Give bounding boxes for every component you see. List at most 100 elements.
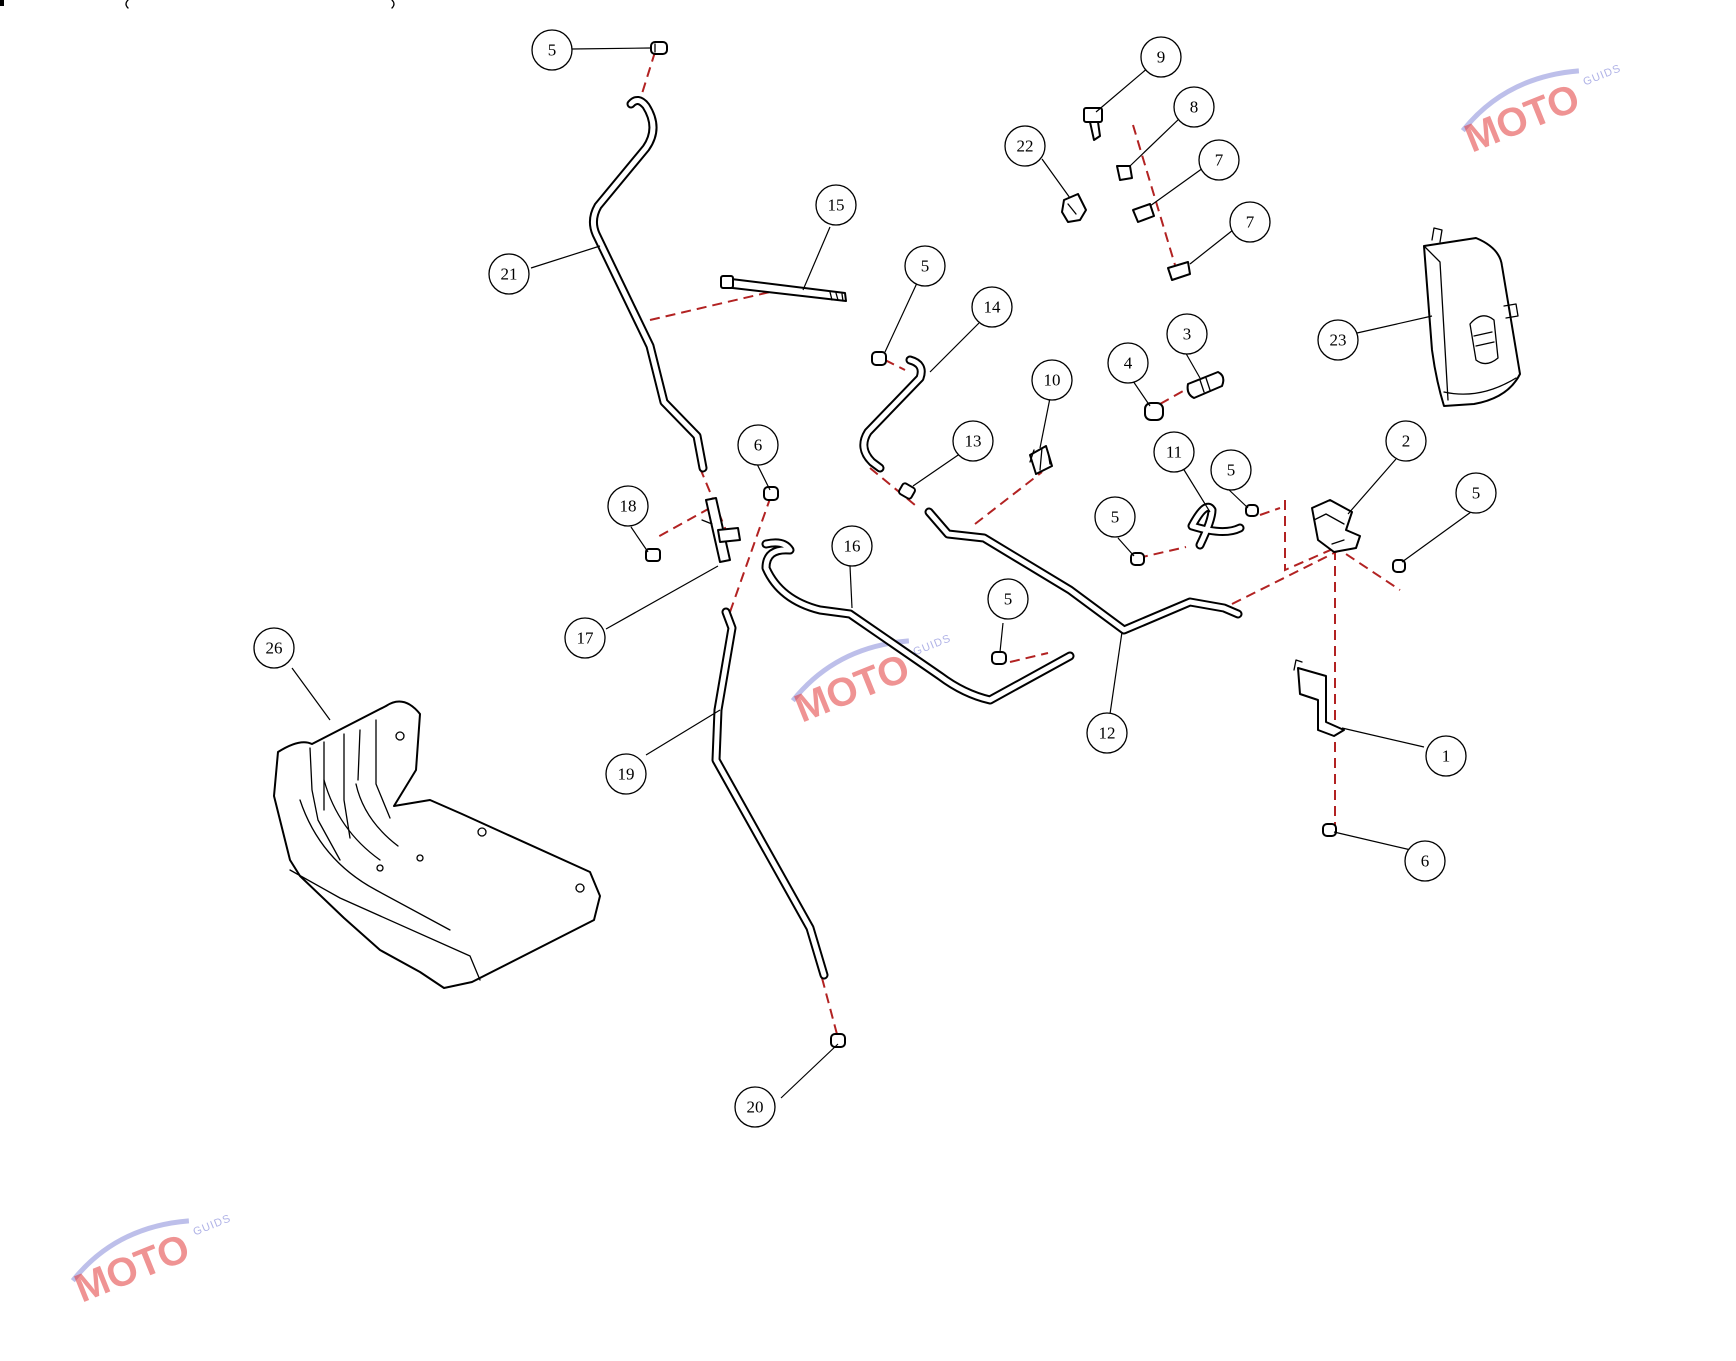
watermark-sub-text: GUIDS xyxy=(912,632,953,658)
svg-text:22: 22 xyxy=(1017,137,1034,156)
svg-text:1: 1 xyxy=(1442,747,1451,766)
svg-text:13: 13 xyxy=(965,432,982,451)
part-12-hose xyxy=(924,507,1243,635)
callout-23: 23 xyxy=(1317,319,1359,361)
part-6-nut xyxy=(763,486,779,501)
callout-15: 15 xyxy=(815,184,857,226)
part-2-solenoid xyxy=(1311,499,1361,553)
svg-text:23: 23 xyxy=(1330,331,1347,350)
watermark-logo: MOTO GUIDS xyxy=(69,1212,233,1311)
svg-text:6: 6 xyxy=(1421,852,1430,871)
callout-2: 2 xyxy=(1385,420,1427,462)
callout-21: 21 xyxy=(488,253,530,295)
svg-text:15: 15 xyxy=(828,196,845,215)
svg-text:14: 14 xyxy=(984,298,1002,317)
svg-text:17: 17 xyxy=(577,629,595,648)
part-20-cap xyxy=(830,1033,846,1048)
svg-text:7: 7 xyxy=(1215,151,1224,170)
svg-text:5: 5 xyxy=(1227,461,1236,480)
part-4-cap xyxy=(1144,402,1164,421)
svg-text:6: 6 xyxy=(754,436,763,455)
part-9-bolt xyxy=(1083,107,1103,141)
svg-text:9: 9 xyxy=(1157,48,1166,67)
svg-text:2: 2 xyxy=(1402,432,1411,451)
svg-text:26: 26 xyxy=(266,639,283,658)
svg-text:5: 5 xyxy=(921,257,930,276)
callout-3: 3 xyxy=(1166,313,1208,355)
leader-lines xyxy=(291,47,1472,1099)
svg-text:4: 4 xyxy=(1124,354,1133,373)
callouts: 5 21 15 5 14 9 8 22 7 7 23 3 4 10 13 6 1… xyxy=(253,29,1497,1128)
part-18-bolt xyxy=(645,548,661,562)
part-16-hose xyxy=(761,538,1075,705)
header-fragment xyxy=(0,0,395,9)
svg-text:19: 19 xyxy=(618,765,635,784)
svg-text:20: 20 xyxy=(747,1098,764,1117)
callout-20: 20 xyxy=(734,1086,776,1128)
callout-13: 13 xyxy=(952,420,994,462)
svg-text:16: 16 xyxy=(844,537,861,556)
callout-22: 22 xyxy=(1004,125,1046,167)
svg-text:8: 8 xyxy=(1190,98,1199,117)
part-5-nut xyxy=(1130,552,1145,566)
svg-text:11: 11 xyxy=(1166,443,1182,462)
callout-26: 26 xyxy=(253,627,295,669)
callout-5: 5 xyxy=(1210,449,1252,491)
part-13-connector xyxy=(898,482,916,500)
svg-text:5: 5 xyxy=(1111,508,1120,527)
part-14-hose xyxy=(859,355,926,473)
part-5-nut xyxy=(991,651,1007,665)
callout-9: 9 xyxy=(1140,36,1182,78)
callout-10: 10 xyxy=(1031,359,1073,401)
watermark-brand-text: MOTO xyxy=(789,646,916,731)
svg-text:18: 18 xyxy=(620,497,637,516)
callout-5: 5 xyxy=(1094,496,1136,538)
callout-4: 4 xyxy=(1107,342,1149,384)
callout-5: 5 xyxy=(1455,472,1497,514)
part-26-heat-shield xyxy=(273,700,601,989)
part-10-clip xyxy=(1029,445,1053,475)
callout-5: 5 xyxy=(987,578,1029,620)
svg-text:3: 3 xyxy=(1183,325,1192,344)
part-21-hose xyxy=(588,96,708,473)
part-3-valve xyxy=(1186,371,1225,399)
svg-text:21: 21 xyxy=(501,265,518,284)
callout-7: 7 xyxy=(1229,201,1271,243)
part-19-hose xyxy=(711,607,829,980)
svg-text:5: 5 xyxy=(1004,590,1013,609)
part-7-grommet xyxy=(1167,261,1191,281)
part-11-hose xyxy=(1187,502,1245,550)
part-17-connector xyxy=(701,497,741,563)
part-1-bracket xyxy=(1293,659,1345,737)
part-15-rod xyxy=(720,275,847,302)
callout-16: 16 xyxy=(831,525,873,567)
watermark-brand-text: MOTO xyxy=(69,1226,196,1311)
svg-text:5: 5 xyxy=(548,41,557,60)
watermark-sub-text: GUIDS xyxy=(192,1212,233,1238)
part-23-canister xyxy=(1423,227,1521,407)
part-7-grommet xyxy=(1132,203,1155,223)
part-5-nut xyxy=(1392,559,1406,573)
callout-17: 17 xyxy=(564,617,606,659)
callout-12: 12 xyxy=(1086,712,1128,754)
part-5-nut xyxy=(650,41,668,55)
callout-8: 8 xyxy=(1173,86,1215,128)
watermark-logo: MOTO GUIDS xyxy=(1459,62,1623,161)
callout-14: 14 xyxy=(971,286,1013,328)
svg-text:5: 5 xyxy=(1472,484,1481,503)
svg-text:10: 10 xyxy=(1044,371,1061,390)
part-6-nut xyxy=(1322,823,1337,837)
watermark-brand-text: MOTO xyxy=(1459,76,1586,161)
svg-text:12: 12 xyxy=(1099,724,1116,743)
callout-7: 7 xyxy=(1198,139,1240,181)
part-22-fitting xyxy=(1061,193,1087,223)
callout-18: 18 xyxy=(607,485,649,527)
part-8-clip xyxy=(1116,165,1133,181)
callout-11: 11 xyxy=(1153,431,1195,473)
part-5-nut xyxy=(871,351,887,366)
callout-5: 5 xyxy=(904,245,946,287)
callout-6: 6 xyxy=(737,424,779,466)
callout-5: 5 xyxy=(531,29,573,71)
callout-6: 6 xyxy=(1404,840,1446,882)
part-5-nut xyxy=(1245,504,1259,517)
